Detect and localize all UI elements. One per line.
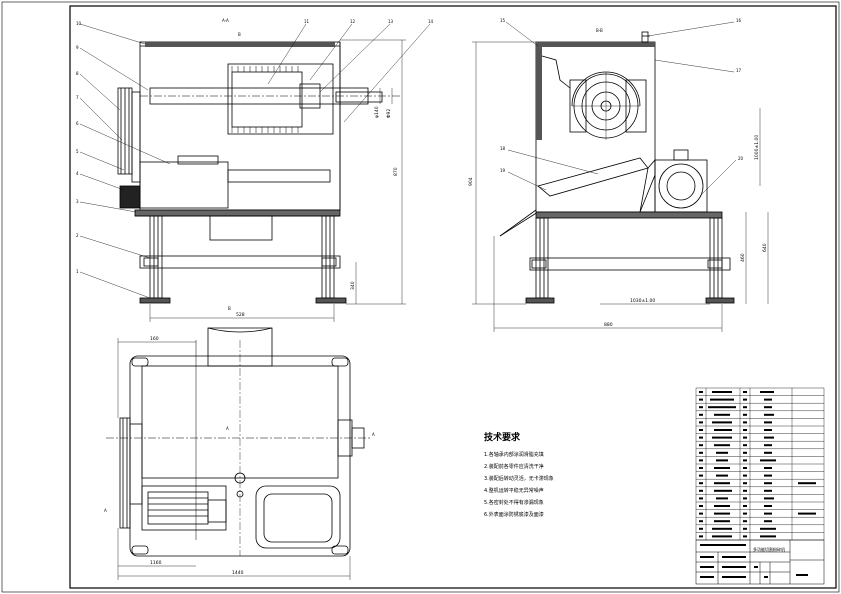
callout-13: 13 [388, 19, 394, 24]
section-mark-a-right: A [372, 432, 375, 437]
inner-border [69, 5, 837, 589]
callout-10: 10 [76, 21, 82, 26]
title-block-marks [700, 544, 808, 578]
side-section-view [499, 31, 735, 304]
dim-side-height2: 640 [762, 243, 768, 252]
dim-side-height: 904 [468, 177, 474, 186]
dim-front-width: 528 [236, 312, 245, 318]
side-dimensions [472, 41, 769, 332]
tech-req-item: 4.整机运转平稳无异常噪声 [484, 487, 544, 494]
dim-plan-top: 160 [150, 336, 159, 342]
callout-18: 18 [500, 146, 506, 151]
dim-side-height3: 460 [740, 253, 746, 262]
dim-side-right: 1000±1.00 [754, 135, 760, 160]
callout-16: 16 [736, 18, 742, 23]
dim-front-height: 870 [393, 167, 399, 176]
dim-side-total: 880 [604, 322, 613, 328]
tech-req-item: 5.各密封处不得有渗漏现象 [484, 499, 544, 506]
callout-20: 20 [738, 156, 744, 161]
technical-requirements: 技术要求 1.各轴承内部涂润滑脂充填 2.装配前各零件应清洗干净 3.装配后转动… [484, 431, 554, 518]
callout-6: 6 [76, 121, 79, 126]
tech-req-item: 3.装配后转动灵活，无卡滞现象 [484, 475, 554, 482]
parts-list-entries [699, 391, 816, 538]
dim-plan-bottom1: 1160 [150, 560, 162, 566]
callout-5: 5 [76, 149, 79, 154]
section-mark-a-left: A [104, 508, 107, 513]
callout-2: 2 [76, 233, 79, 238]
section-label-bb: B-B [596, 28, 603, 33]
tech-req-item: 2.装配前各零件应清洗干净 [484, 463, 544, 470]
callout-12: 12 [350, 19, 356, 24]
callout-3: 3 [76, 199, 79, 204]
front-callout-labels: 10 9 8 7 6 5 4 3 2 1 11 12 13 14 [76, 19, 434, 274]
tech-req-title: 技术要求 [484, 431, 521, 443]
tech-req-item: 6.外表面涂防锈底漆及面漆 [484, 511, 544, 518]
callout-11: 11 [304, 19, 310, 24]
dim-front-small: 340 [350, 281, 356, 290]
front-dimensions [149, 39, 406, 322]
callout-17: 17 [736, 68, 742, 73]
section-mark-b-top: B [238, 32, 241, 37]
tech-req-item: 1.各轴承内部涂润滑脂充填 [484, 451, 544, 458]
callout-14: 14 [428, 19, 434, 24]
front-section-view [117, 41, 400, 304]
section-mark-b-bottom: B [228, 306, 231, 311]
callout-8: 8 [76, 71, 79, 76]
callout-7: 7 [76, 95, 79, 100]
title-block [695, 539, 825, 585]
callout-9: 9 [76, 45, 79, 50]
dim-front-shaft: φ140 [374, 106, 380, 118]
callout-1: 1 [76, 269, 79, 274]
callout-4: 4 [76, 171, 79, 176]
plan-view [106, 327, 372, 557]
side-callout-labels: 15 16 17 18 19 20 [500, 18, 744, 173]
drawing-title: 多功能切割粉碎机 [753, 546, 785, 552]
dim-front-right: Φ92 [386, 109, 392, 118]
dim-plan-bottom2: 1440 [232, 570, 244, 576]
callout-19: 19 [500, 168, 506, 173]
section-label-aa: A-A [222, 18, 229, 23]
section-mark-a-plan: A [226, 426, 229, 431]
plan-dimensions [117, 338, 351, 580]
dim-side-motor-center: 1030±1.00 [630, 298, 655, 304]
front-callouts [79, 23, 431, 299]
parts-list-table [695, 387, 825, 541]
callout-15: 15 [500, 18, 506, 23]
